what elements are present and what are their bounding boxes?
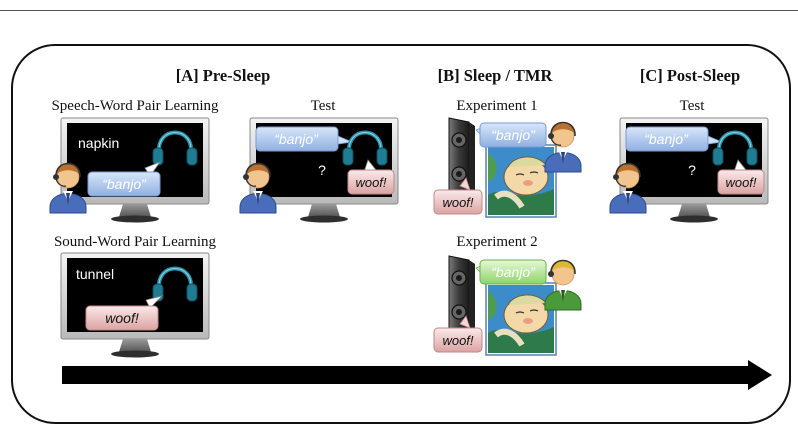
timeline-arrow [62,360,772,390]
title-experiment-2: Experiment 2 [456,234,538,250]
cue-bubble-banjo: “banjo” [491,127,536,143]
diagram-canvas: napkin “banjo” “banjo” ? woof! tunnel wo… [49,117,772,390]
title-speech-word-learning: Speech-Word Pair Learning [51,98,219,114]
sound-bubble-woof: woof! [355,175,386,190]
cue-bubble-banjo: “banjo” [491,264,536,280]
top-rule [0,10,798,11]
title-post-test: Test [679,98,705,114]
sleeping-person-image [486,283,556,355]
pre-test-panel: “banjo” ? woof! [239,117,399,223]
sound-bubble-woof: woof! [105,310,139,326]
heading-pre-sleep: [A] Pre-Sleep [175,66,271,85]
speech-learning-panel: napkin “banjo” [49,117,210,223]
experiment-2-panel: “banjo” woof! [433,255,582,355]
heading-sleep-tmr: [B] Sleep / TMR [437,66,553,85]
sound-bubble-woof: woof! [442,333,473,348]
post-test-panel: “banjo” ? woof! [609,117,769,223]
cue-bubble-banjo: “banjo” [102,176,147,192]
title-sound-word-learning: Sound-Word Pair Learning [53,234,217,250]
title-pre-test: Test [310,98,336,114]
cue-bubble-banjo: “banjo” [274,131,319,147]
heading-post-sleep: [C] Post-Sleep [639,66,741,85]
sound-bubble-woof: woof! [442,195,473,210]
question-mark: ? [318,162,326,178]
learning-word-tunnel: tunnel [76,266,114,282]
learning-word-napkin: napkin [78,135,119,151]
cue-bubble-banjo: “banjo” [644,131,689,147]
sound-bubble-woof: woof! [725,175,756,190]
question-mark: ? [688,162,696,178]
title-experiment-1: Experiment 1 [456,98,538,114]
experiment-1-panel: “banjo” woof! [433,117,582,217]
sleeping-person-image [486,145,556,217]
sound-learning-panel: tunnel woof! [60,252,210,358]
